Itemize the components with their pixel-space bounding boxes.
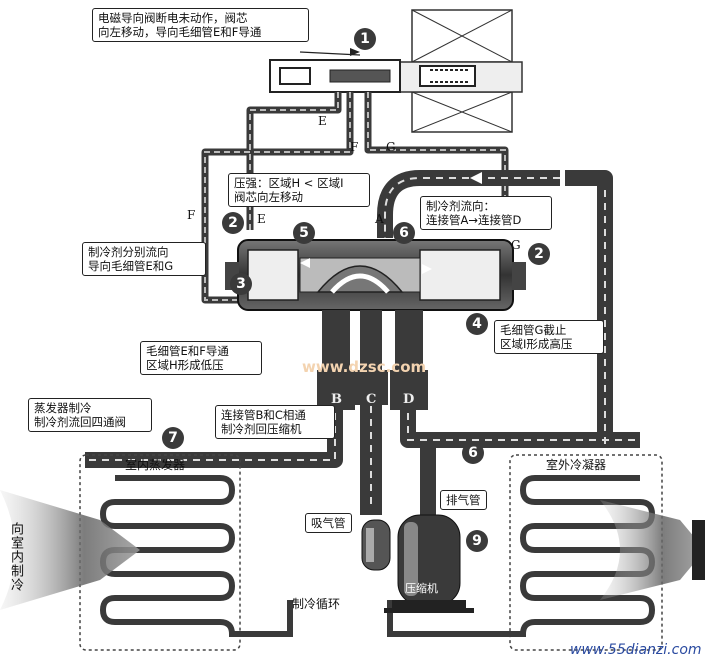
step-badge-7: 7 xyxy=(162,427,184,449)
callout-low-pressure: 毛细管E和F导通 区域H形成低压 xyxy=(140,341,262,375)
indoor-evaporator-label: 室内蒸发器 xyxy=(125,458,186,472)
pipe-b-label: B xyxy=(331,392,342,407)
callout-capillary-flow: 制冷剂分别流向 导向毛细管E和G xyxy=(82,242,206,276)
outdoor-condenser xyxy=(420,454,705,651)
callout-return-compressor: 连接管B和C相通 制冷剂回压缩机 xyxy=(215,405,335,439)
four-way-valve xyxy=(225,239,526,311)
capillary-f-label: F xyxy=(350,140,359,154)
pipe-a-label: A xyxy=(375,212,384,226)
exhaust-pipe-label: 排气管 xyxy=(440,490,487,510)
suction-pipe-label: 吸气管 xyxy=(305,513,352,533)
accumulator xyxy=(361,519,391,571)
pilot-valve xyxy=(269,48,476,93)
step-badge-9: 9 xyxy=(466,530,488,552)
callout-high-pressure: 毛细管G截止 区域I形成高压 xyxy=(494,320,604,354)
pipe-c-label: C xyxy=(366,392,377,407)
callout-solenoid: 电磁导向阀断电未动作，阀芯 向左移动，导向毛细管E和F导通 xyxy=(92,8,309,42)
compressor-label: 压缩机 xyxy=(405,582,438,595)
connection-pipes xyxy=(317,310,428,410)
step-badge-2-right: 2 xyxy=(528,243,550,265)
watermark-site: www.55dianzi.com xyxy=(570,642,702,658)
step-badge-4: 4 xyxy=(466,313,488,335)
indoor-evaporator xyxy=(0,454,250,651)
capillary-e-label: E xyxy=(318,114,327,128)
step-badge-1: 1 xyxy=(354,28,376,50)
outdoor-condenser-label: 室外冷凝器 xyxy=(546,458,607,472)
capillary-f-side-label: F xyxy=(187,208,196,222)
compressor-body xyxy=(384,514,474,613)
step-badge-5: 5 xyxy=(293,222,315,244)
capillary-g-label: G xyxy=(386,140,396,154)
watermark-mid: www.dzsc.com xyxy=(302,358,427,376)
callout-pressure: 压强：区域H < 区域I 阀芯向左移动 xyxy=(228,173,370,207)
callout-flow-direction: 制冷剂流向： 连接管A→连接管D xyxy=(420,196,552,230)
pipe-d-label: D xyxy=(403,392,415,407)
step-badge-3: 3 xyxy=(230,273,252,295)
step-badge-6-top: 6 xyxy=(393,222,415,244)
step-badge-6-bottom: 6 xyxy=(462,442,484,464)
step-badge-2-left: 2 xyxy=(222,212,244,234)
callout-evaporator-cooling: 蒸发器制冷 制冷剂流回四通阀 xyxy=(28,398,152,432)
cycle-label: 制冷循环 xyxy=(292,597,341,611)
capillary-e-side-label: E xyxy=(257,212,266,226)
side-text-indoor-cooling: 向室内制冷 xyxy=(8,522,23,592)
capillary-g-side-label: G xyxy=(511,238,521,252)
flow-arrows xyxy=(300,172,482,274)
